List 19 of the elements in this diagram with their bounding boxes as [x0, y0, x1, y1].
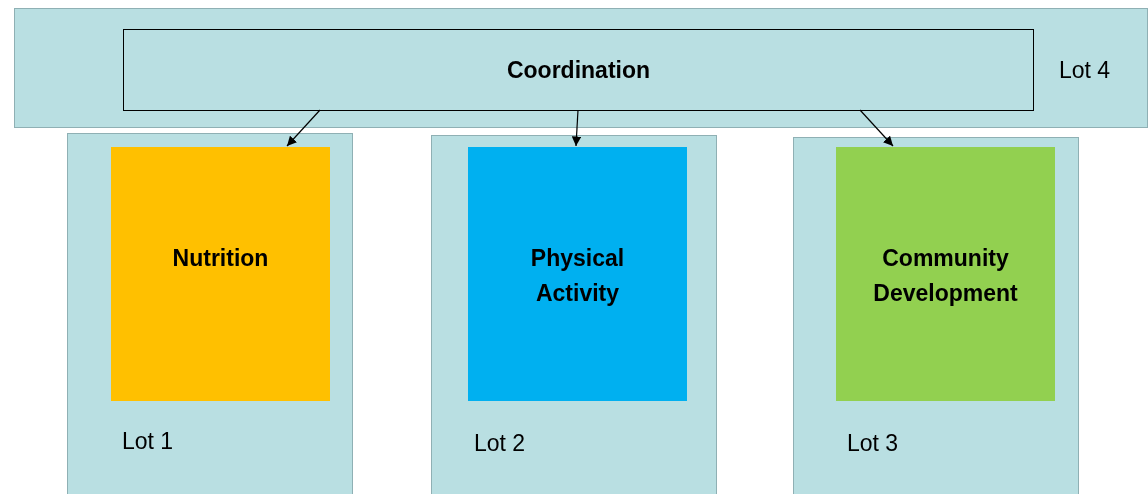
arrow	[571, 109, 582, 147]
lot-label: Lot 2	[474, 430, 526, 457]
topic-label: Physical Activity	[529, 244, 626, 308]
lot-panel	[431, 135, 717, 494]
lot-label: Lot 1	[122, 428, 174, 455]
lot-panel	[793, 137, 1079, 494]
topic-label: Coordination	[505, 57, 652, 84]
topic-label: Community Development	[872, 244, 1019, 308]
lot-label: Lot 3	[847, 430, 899, 457]
arrow	[286, 109, 321, 147]
topic-label: Nutrition	[171, 244, 270, 273]
topic-box	[836, 147, 1055, 401]
lot-panel	[67, 133, 353, 494]
coordination-box	[123, 29, 1034, 111]
topic-box	[468, 147, 687, 401]
lot-label: Lot 4	[1059, 57, 1111, 84]
arrow	[859, 109, 894, 147]
topic-box	[111, 147, 330, 401]
lot-panel	[14, 8, 1148, 128]
